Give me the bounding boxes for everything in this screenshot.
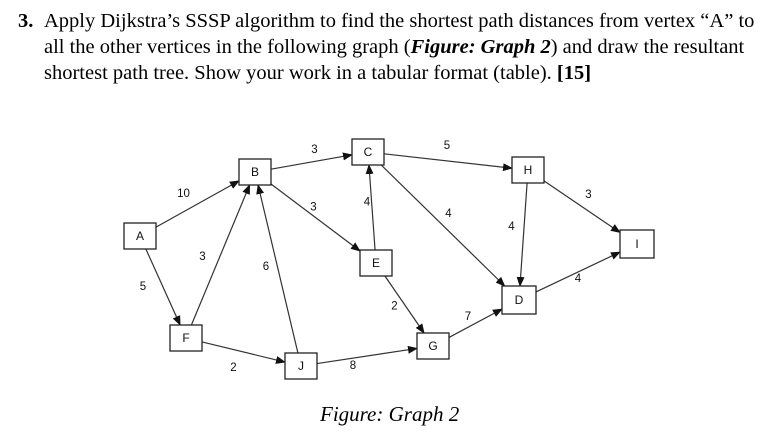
node-b: B <box>238 158 272 186</box>
edge-weight-label: 3 <box>585 189 591 201</box>
edge-arrow <box>155 180 240 228</box>
node-a: A <box>123 222 157 250</box>
edge-weight-label: 3 <box>311 144 317 156</box>
edge-arrow <box>543 180 621 234</box>
node-i: I <box>619 229 655 259</box>
node-box <box>416 332 450 360</box>
node-label: J <box>298 359 304 373</box>
node-box <box>359 249 393 277</box>
node-j: J <box>284 352 318 380</box>
edge-arrow <box>256 184 299 354</box>
edge-j-b: 6 <box>256 184 299 354</box>
node-label: G <box>428 339 437 353</box>
node-c: C <box>351 138 385 166</box>
question-figure-ref: Figure: Graph 2 <box>410 36 551 58</box>
node-g: G <box>416 332 450 360</box>
node-d: D <box>501 285 537 315</box>
node-label: B <box>251 165 259 179</box>
edge-arrow <box>380 164 506 287</box>
edge-j-g: 8 <box>316 345 418 372</box>
edge-e-c: 4 <box>364 164 376 251</box>
edge-weight-label: 4 <box>445 208 452 220</box>
edge-e-g: 2 <box>384 275 425 334</box>
node-label: D <box>515 293 524 307</box>
edge-h-d: 4 <box>508 182 528 287</box>
question-marks: [15] <box>556 62 592 84</box>
node-label: H <box>524 163 533 177</box>
edge-h-i: 3 <box>543 180 621 234</box>
edges-layer: 10 5 3 6 2 3 3 4 5 4 4 3 2 8 7 4 <box>140 140 621 374</box>
edge-weight-label: 2 <box>391 301 397 313</box>
edge-b-c: 3 <box>270 144 353 170</box>
edge-weight-label: 3 <box>310 202 316 214</box>
edge-weight-label: 4 <box>364 197 371 209</box>
edge-weight-label: 6 <box>263 261 269 273</box>
question-number: 3. <box>18 10 34 32</box>
edge-weight-label: 4 <box>575 273 582 285</box>
edge-arrow <box>383 153 513 172</box>
edge-c-h: 5 <box>383 140 513 172</box>
question-text: 3. Apply Dijkstra’s SSSP algorithm to fi… <box>18 8 770 86</box>
edge-weight-label: 8 <box>350 360 356 372</box>
node-label: E <box>372 256 380 270</box>
edge-arrow <box>270 152 353 170</box>
node-label: C <box>364 145 373 159</box>
nodes-layer: A B C H I E D F J G <box>123 138 655 380</box>
node-box <box>501 285 537 315</box>
node-box <box>169 324 203 352</box>
edge-weight-label: 2 <box>230 362 236 374</box>
node-box <box>511 156 545 184</box>
node-e: E <box>359 249 393 277</box>
edge-a-f: 5 <box>140 248 181 326</box>
edge-arrow <box>316 345 418 365</box>
question-text-part1: Apply Dijkstra’s SSSP algorithm to find … <box>44 10 755 58</box>
edge-arrow <box>384 275 425 334</box>
node-f: F <box>169 324 203 352</box>
edge-arrow <box>201 341 286 364</box>
question-text-part2: ) and draw the resultant shortest path t… <box>44 36 745 84</box>
edge-arrow <box>145 248 181 326</box>
edge-weight-label: 10 <box>177 188 190 200</box>
node-box <box>619 229 655 259</box>
edge-b-e: 3 <box>270 183 361 252</box>
node-label: I <box>635 237 638 251</box>
figure-caption: Figure: Graph 2 <box>320 402 460 426</box>
node-box <box>238 158 272 186</box>
edge-weight-label: 5 <box>140 281 146 293</box>
node-box <box>284 352 318 380</box>
node-box <box>351 138 385 166</box>
node-label: F <box>182 331 189 345</box>
edge-f-j: 2 <box>201 341 286 374</box>
edge-arrow <box>190 184 251 326</box>
edge-c-d: 4 <box>380 164 506 287</box>
edge-d-i: 4 <box>535 251 621 293</box>
edge-arrow <box>516 182 528 287</box>
edge-arrow <box>448 308 503 338</box>
question-body: Apply Dijkstra’s SSSP algorithm to find … <box>44 8 770 86</box>
edge-arrow <box>365 164 376 251</box>
edge-a-b: 10 <box>155 180 240 228</box>
node-h: H <box>511 156 545 184</box>
edge-arrow <box>270 183 361 252</box>
node-label: A <box>136 229 144 243</box>
edge-f-b: 3 <box>190 184 251 326</box>
node-box <box>123 222 157 250</box>
edge-weight-label: 4 <box>508 221 515 233</box>
edge-arrow <box>535 251 621 293</box>
edge-weight-label: 3 <box>199 251 205 263</box>
edge-weight-label: 5 <box>444 140 450 152</box>
edge-g-d: 7 <box>448 308 503 338</box>
edge-weight-label: 7 <box>465 311 471 323</box>
